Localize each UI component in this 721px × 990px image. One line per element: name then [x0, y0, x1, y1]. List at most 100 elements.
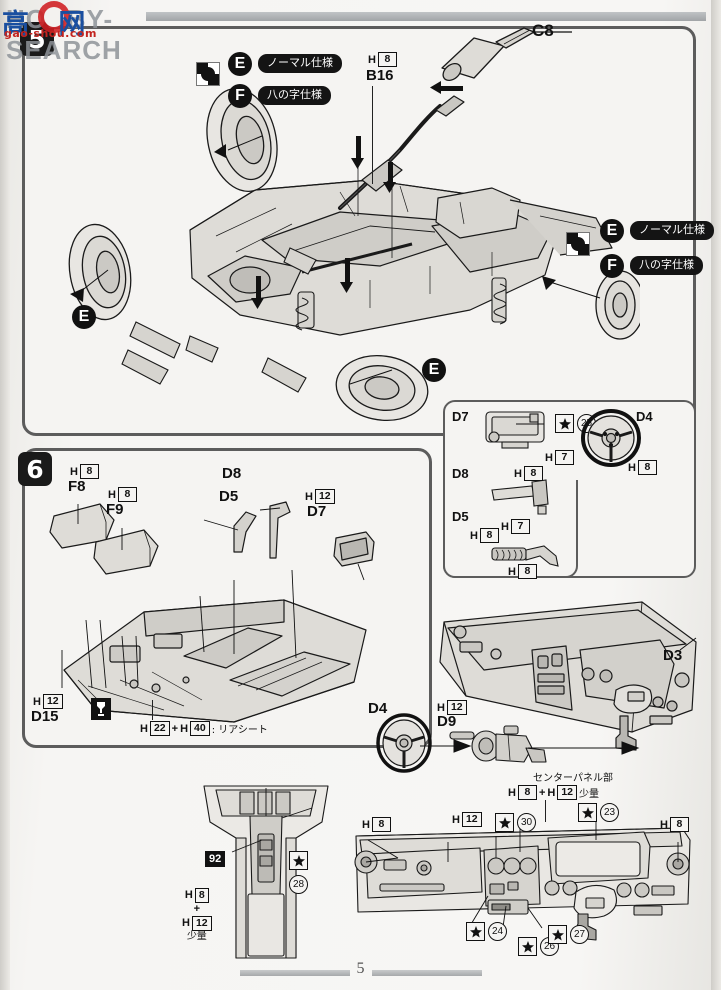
step-5-panel	[22, 26, 696, 436]
paint-number: 8	[371, 817, 391, 833]
paint-number: 12	[446, 700, 467, 716]
watermark-cn: 高 网	[2, 9, 96, 40]
plus-sign: +	[193, 903, 201, 916]
paint-number: 12	[42, 694, 63, 710]
paint-number-a: 8	[194, 888, 209, 904]
paint-chip-d5-h8-a: H 8	[470, 528, 499, 544]
dash-assembly-arrows	[420, 739, 640, 755]
variant-letter-e-right: E	[600, 219, 624, 243]
star-mark-25: 25	[555, 414, 596, 433]
paint-brand-b: H	[182, 917, 190, 929]
watermark-domain: gao-shou.com	[4, 27, 97, 40]
paint-number: 12	[314, 489, 335, 505]
paint-brand: H	[362, 818, 370, 831]
press-fit-icon	[91, 698, 111, 720]
paint-brand-a: H	[184, 889, 193, 902]
paint-brand: H	[508, 565, 516, 578]
dashboard-front-artwork	[354, 820, 691, 941]
checker-marker-right	[566, 232, 590, 256]
paint-number: 7	[510, 519, 530, 535]
paint-brand-b: H	[547, 786, 556, 799]
plus-sign: +	[171, 722, 179, 735]
steering-column-artwork	[449, 725, 547, 763]
amount-note: 少量	[579, 789, 600, 801]
watermark: HOBBY-SEARCH 高 网 gao-shou.com	[0, 0, 706, 65]
variant-letter-f-right: F	[600, 254, 624, 278]
paint-number-a: 8	[517, 785, 537, 801]
paint-brand: H	[437, 701, 445, 714]
paint-brand: H	[470, 529, 478, 542]
star-number: 23	[600, 803, 619, 822]
paint-row-b: H 12	[182, 915, 212, 931]
paint-number: 8	[637, 460, 657, 476]
paint-chip-b16: H 8	[368, 52, 397, 68]
star-icon	[548, 925, 567, 944]
paint-number-b: 12	[191, 915, 212, 931]
watermark-seal-inner	[44, 7, 64, 27]
rear-seat-label: : リアシート	[211, 725, 268, 737]
footer-rule-left	[240, 970, 350, 976]
star-number: 24	[488, 922, 507, 941]
star-icon	[495, 813, 514, 832]
wheel-marker-e-front-left: E	[72, 305, 96, 329]
variant-label-hanoji-right: 八の字仕様	[630, 256, 703, 275]
detail-code-d5: D5	[452, 509, 469, 524]
paint-brand: H	[660, 818, 668, 831]
leader-line-center-panel	[545, 800, 546, 822]
paint-brand: H	[628, 461, 636, 474]
variant-label-normal-top: ノーマル仕様	[258, 54, 342, 73]
paint-chip-dashfront-left: H 8	[362, 817, 391, 833]
checker-marker-top	[196, 62, 220, 86]
paint-number: 8	[517, 564, 537, 580]
paint-brand: H	[501, 520, 509, 533]
star-mark-28: 28	[289, 851, 308, 894]
part-code-c8: C8	[532, 21, 554, 40]
left-page-edge	[0, 0, 10, 990]
dash-code-d9: D9	[437, 713, 457, 730]
paint-chip-d15: H 12	[33, 694, 63, 710]
center-console-detail-artwork	[203, 785, 329, 959]
paint-chip-d4-h8: H 8	[628, 460, 657, 476]
star-number: 30	[517, 813, 536, 832]
paint-chip-d4-h7: H 7	[545, 450, 574, 466]
paint-number: 7	[554, 450, 574, 466]
paint-number-b: 12	[557, 785, 578, 801]
part-code-f8: F8	[68, 478, 86, 495]
part-code-d15: D15	[31, 708, 59, 725]
paint-number: 8	[479, 528, 499, 544]
paint-brand-a: H	[508, 786, 516, 799]
paint-chip-d5-h7: H 7	[501, 519, 530, 535]
star-mark-24: 24	[466, 922, 507, 941]
star-icon	[466, 922, 485, 941]
detail-code-d8: D8	[452, 466, 469, 481]
plus-sign: +	[538, 786, 546, 799]
amount-note: 少量	[186, 930, 207, 942]
part-code-d5: D5	[219, 488, 239, 505]
variant-letter-e-top: E	[228, 52, 252, 76]
wheel-marker-e-rear: E	[422, 358, 446, 382]
console-paint-stack: H 8 + H 12 少量	[182, 888, 212, 942]
watermark-bar	[146, 12, 706, 21]
paint-brand-a: H	[140, 722, 148, 735]
star-mark-30: 30	[495, 813, 536, 832]
rear-seat-paint-note: H 22 + H 40 : リアシート	[140, 721, 268, 737]
star-icon	[289, 851, 308, 870]
star-icon	[578, 803, 597, 822]
paint-chip-f9: H 8	[108, 487, 137, 503]
footer-rule-right	[372, 970, 482, 976]
paint-chip-f8: H 8	[70, 464, 99, 480]
inverted-number-92: 92	[205, 851, 226, 868]
paint-number: 8	[377, 52, 397, 68]
right-page-edge	[711, 0, 721, 990]
paint-number: 8	[669, 817, 689, 833]
paint-brand: H	[108, 488, 116, 501]
paint-chip-d7: H 12	[305, 489, 335, 505]
page-footer: 5	[0, 960, 721, 982]
center-panel-note-title: センターパネル部	[533, 773, 613, 784]
detail-code-d4: D4	[636, 409, 653, 424]
paint-brand: H	[514, 467, 522, 480]
paint-number-a: 22	[149, 721, 170, 737]
paint-chip-dashfront-center: H 12	[452, 812, 482, 828]
center-panel-note-paints: H 8 + H 12 少量	[508, 785, 600, 801]
